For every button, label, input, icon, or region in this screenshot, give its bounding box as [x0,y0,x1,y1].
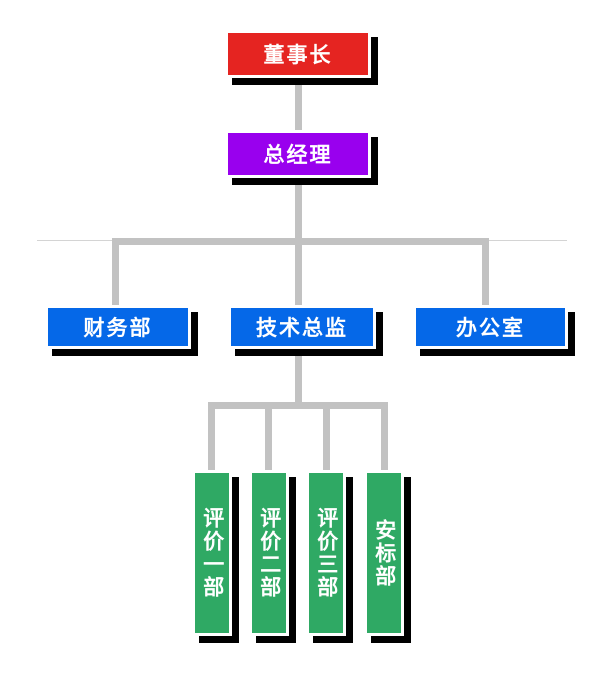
org-node-label: 总经理 [263,143,333,167]
org-node-technical-director[interactable]: 技术总监 [228,305,376,349]
org-node-label: 评价二部 [257,507,282,599]
org-node-evaluation-dept-1[interactable]: 评价一部 [192,470,232,636]
org-node-chairman[interactable]: 董事长 [225,30,371,78]
connector-drop-finance [112,238,119,305]
connector-drop-office [482,238,489,305]
connector-chairman-to-general-manager [295,78,302,130]
connector-technical-stem [295,349,302,405]
org-node-office[interactable]: 办公室 [413,305,568,349]
connector-drop-evaluation-1 [208,402,215,470]
org-node-evaluation-dept-2[interactable]: 评价二部 [249,470,289,636]
org-node-label: 办公室 [456,316,525,340]
connector-level4-bus [208,402,388,409]
org-node-label: 安标部 [372,518,397,588]
org-node-label: 评价三部 [314,507,339,599]
org-node-evaluation-dept-3[interactable]: 评价三部 [306,470,346,636]
org-node-label: 技术总监 [256,316,348,340]
connector-drop-evaluation-2 [265,402,272,470]
org-node-label: 董事长 [263,43,333,67]
connector-general-manager-stem [295,178,302,241]
connector-drop-technical [295,238,302,305]
org-node-safety-standard-dept[interactable]: 安标部 [364,470,404,636]
org-node-label: 评价一部 [200,507,225,599]
connector-drop-evaluation-3 [323,402,330,470]
org-node-finance-dept[interactable]: 财务部 [45,305,191,349]
org-node-label: 财务部 [83,316,153,340]
connector-drop-safety-standard [381,402,388,470]
org-node-general-manager[interactable]: 总经理 [225,130,371,178]
